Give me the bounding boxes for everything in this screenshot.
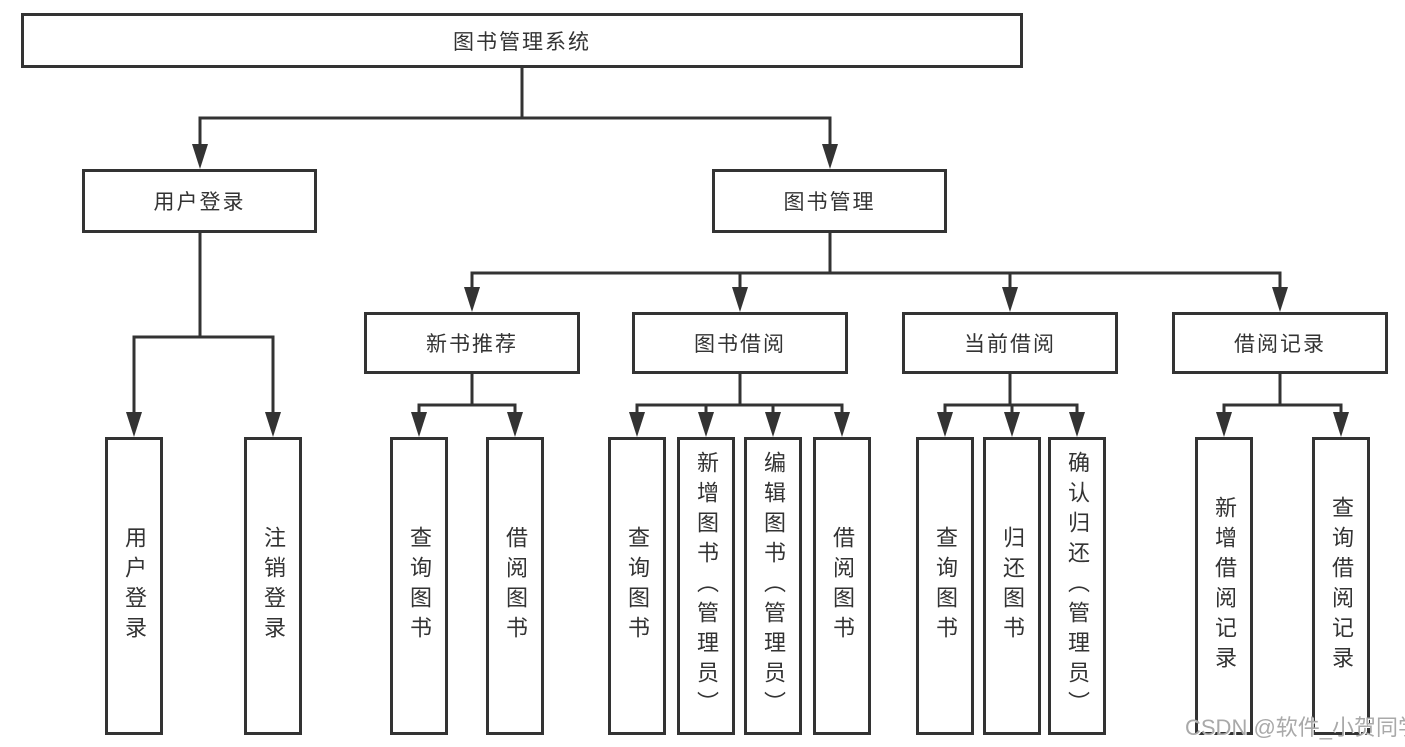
csdn-watermark: CSDN @软件_小贺同学	[1185, 715, 1405, 740]
node-leaf-query-borrow-record: 查询借阅记录	[1312, 437, 1370, 735]
node-leaf-user-login: 用户登录	[105, 437, 163, 735]
node-leaf-return-book: 归还图书	[983, 437, 1041, 735]
node-leaf-query-book-current: 查询图书	[916, 437, 974, 735]
node-leaf-add-book-admin: 新增图书（管理员）	[677, 437, 735, 735]
node-leaf-edit-book-admin: 编辑图书（管理员）	[744, 437, 802, 735]
node-leaf-add-borrow-record: 新增借阅记录	[1195, 437, 1253, 735]
node-borrow-record: 借阅记录	[1172, 312, 1388, 374]
node-new-book-recommend: 新书推荐	[364, 312, 580, 374]
node-book-borrow: 图书借阅	[632, 312, 848, 374]
node-current-borrow: 当前借阅	[902, 312, 1118, 374]
node-leaf-borrow-book: 借阅图书	[813, 437, 871, 735]
node-user-login: 用户登录	[82, 169, 317, 233]
node-leaf-logout: 注销登录	[244, 437, 302, 735]
node-leaf-borrow-book-recommend: 借阅图书	[486, 437, 544, 735]
node-root: 图书管理系统	[21, 13, 1023, 68]
node-leaf-query-book-recommend: 查询图书	[390, 437, 448, 735]
node-book-management: 图书管理	[712, 169, 947, 233]
node-leaf-confirm-return-admin: 确认归还（管理员）	[1048, 437, 1106, 735]
arrowheads	[126, 144, 1349, 437]
node-leaf-query-book-borrow: 查询图书	[608, 437, 666, 735]
